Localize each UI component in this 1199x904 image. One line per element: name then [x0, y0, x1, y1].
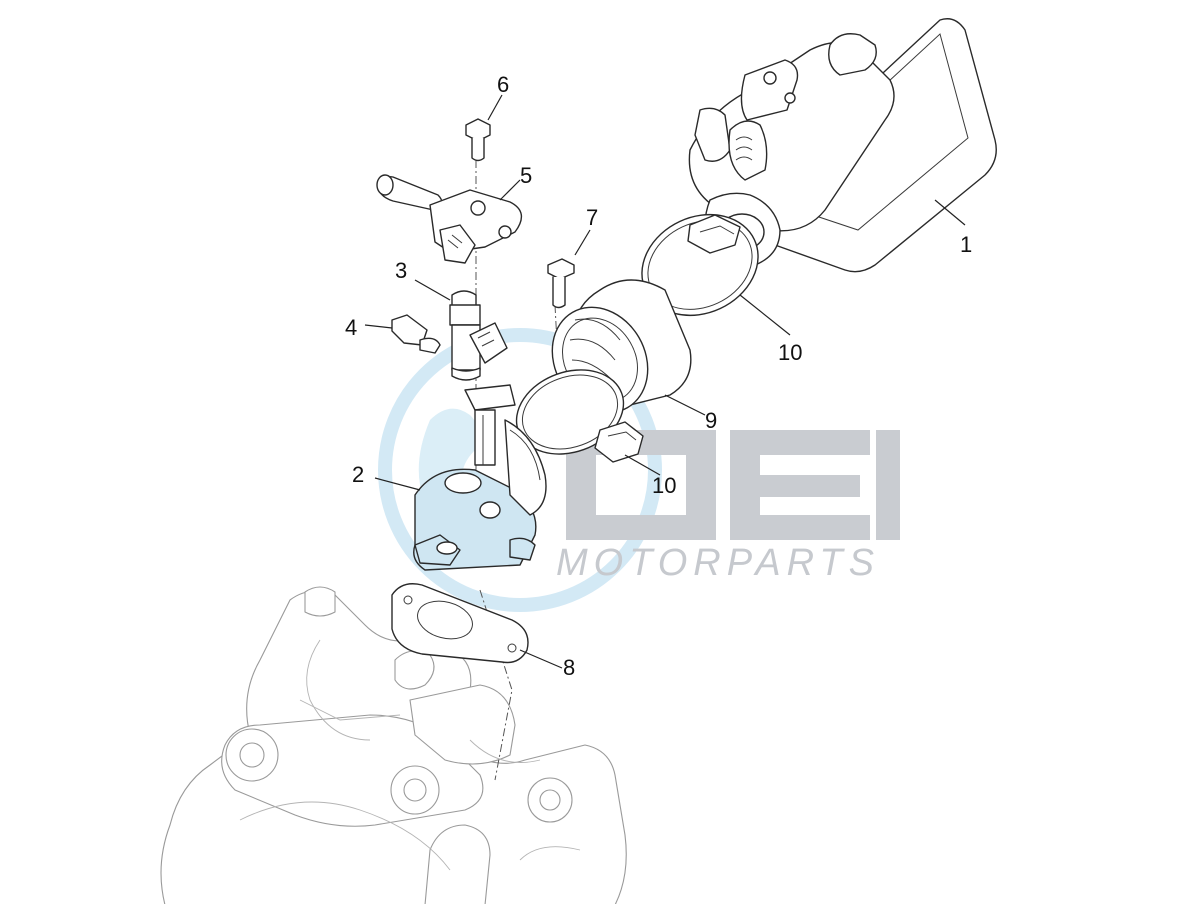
- intake-manifold-part: 2: [352, 384, 547, 571]
- injector-part: 3: [395, 258, 508, 381]
- clip-part: 4: [345, 314, 441, 354]
- fuel-connector-part: 5: [376, 163, 532, 264]
- callout-8: 8: [563, 655, 575, 680]
- screw-7-part: 7: [547, 205, 598, 309]
- callout-9: 9: [705, 408, 717, 433]
- callout-3: 3: [395, 258, 407, 283]
- watermark-tagline: MOTORPARTS: [556, 542, 880, 584]
- callout-10-lower: 10: [652, 473, 676, 498]
- callout-7: 7: [586, 205, 598, 230]
- callout-10-upper: 10: [778, 340, 802, 365]
- screw-6-part: 6: [465, 72, 509, 162]
- engine-block: [160, 586, 627, 904]
- hose-clamp-lower-part: 10: [515, 369, 676, 498]
- hose-clamp-upper-part: 10: [641, 213, 802, 365]
- intake-sleeve-part: 9: [551, 279, 717, 433]
- gasket-part: 8: [391, 583, 575, 680]
- callout-1: 1: [960, 232, 972, 257]
- callout-5: 5: [520, 163, 532, 188]
- callout-4: 4: [345, 315, 357, 340]
- callout-2: 2: [352, 462, 364, 487]
- watermark-globe-icon: [378, 328, 662, 612]
- callout-6: 6: [497, 72, 509, 97]
